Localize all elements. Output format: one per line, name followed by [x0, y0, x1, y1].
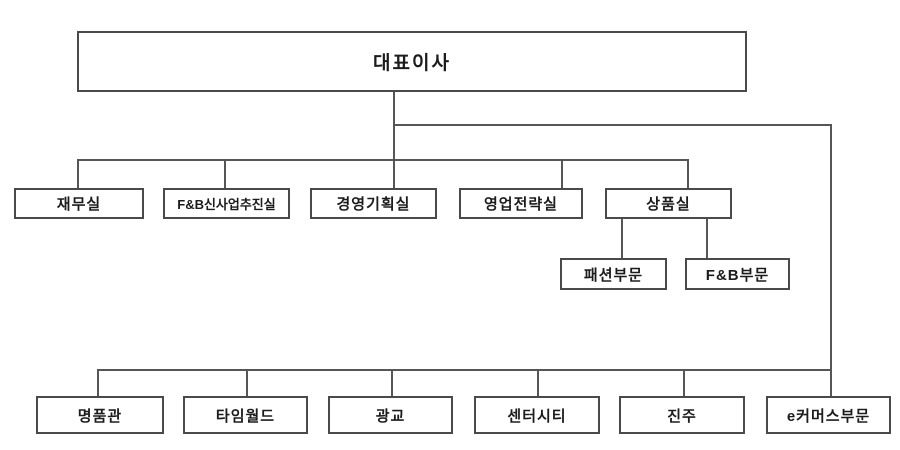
node-fashion-division: 패션부문 [560, 258, 667, 290]
connector-dept-stub-fnb-new-business [224, 159, 226, 188]
node-merchandising-office: 상품실 [605, 188, 732, 219]
node-fnb-division: F&B부문 [685, 258, 790, 290]
node-finance-office: 재무실 [14, 188, 144, 219]
connector-dept-stub-sales-strategy [561, 159, 563, 188]
connector-right-vertical [830, 124, 832, 396]
connector-merch-stub-fashion [621, 218, 623, 258]
node-fnb-new-business-office: F&B신사업추진실 [163, 188, 290, 219]
connector-dept-stub-finance [77, 159, 79, 188]
connector-ceo-drop [393, 92, 395, 188]
connector-branch-stub-gwanggyo [391, 369, 393, 396]
connector-branch-stub-jinju [683, 369, 685, 396]
connector-branch-rail [97, 369, 832, 371]
connector-branch-stub-center-city [537, 369, 539, 396]
node-center-city: 센터시티 [474, 396, 600, 434]
node-time-world: 타임월드 [183, 396, 308, 434]
connector-merch-stub-fnb [706, 218, 708, 258]
node-management-planning-office: 경영기획실 [310, 188, 437, 219]
node-jinju: 진주 [619, 396, 745, 434]
node-luxury-hall: 명품관 [36, 396, 164, 434]
node-ecommerce-division: e커머스부문 [766, 396, 891, 434]
node-sales-strategy-office: 영업전략실 [459, 188, 583, 219]
connector-branch-stub-luxury-hall [97, 369, 99, 396]
connector-branch-stub-time-world [246, 369, 248, 396]
connector-dept-rail [77, 159, 689, 161]
connector-dept-stub-merchandising [687, 159, 689, 188]
node-gwanggyo: 광교 [328, 396, 453, 434]
connector-right-branch [393, 124, 832, 126]
node-ceo: 대표이사 [77, 31, 747, 92]
